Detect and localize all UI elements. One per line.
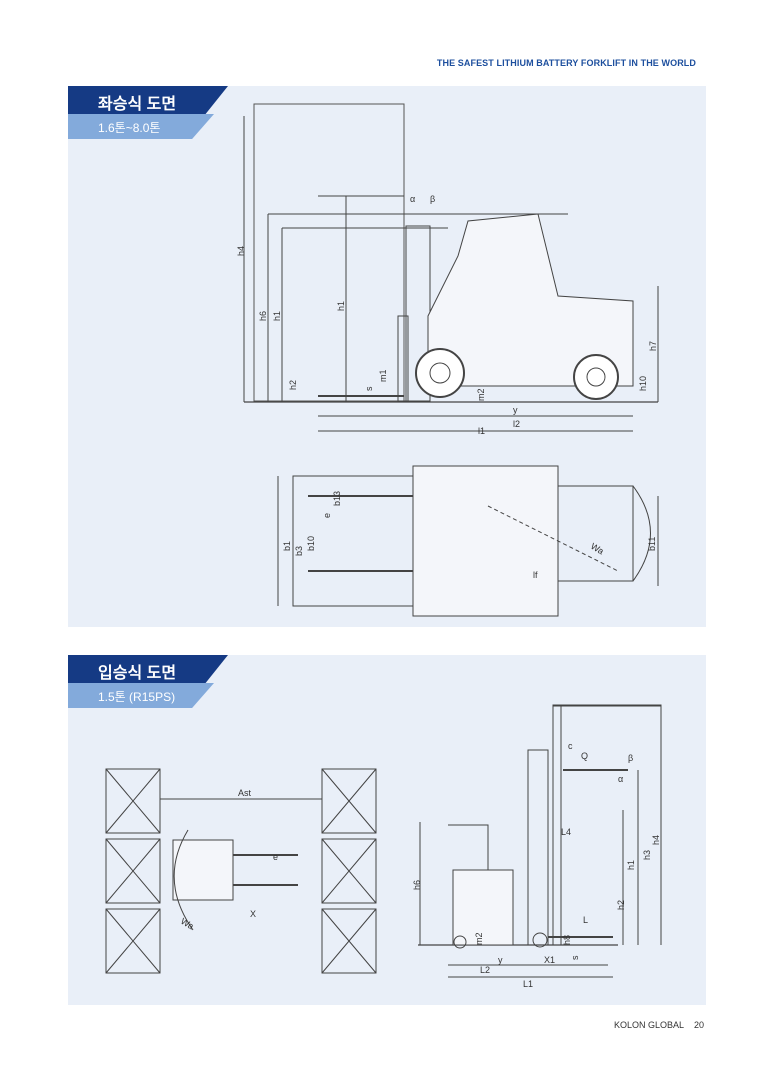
dim-label: X (250, 909, 256, 919)
dim-label: Wa (179, 916, 195, 931)
sit-down-forklift-drawing: h4 h6 h1 h1 h2 s m1 m2 α β h7 h10 y l2 l… (236, 103, 659, 617)
dim-label: lf (533, 570, 538, 580)
dim-label: β (628, 753, 633, 763)
page-number: 20 (693, 1020, 704, 1030)
dim-label: h1 (272, 311, 282, 321)
dim-label: X1 (544, 955, 555, 965)
dim-label: β (430, 194, 435, 204)
dim-label: h1 (336, 301, 346, 311)
dim-label: b11 (647, 537, 657, 551)
dim-label: h10 (638, 376, 648, 391)
dim-label: α (618, 774, 623, 784)
dim-label: b13 (332, 491, 342, 506)
dim-label: s (364, 386, 374, 391)
dim-label: Q (581, 751, 588, 761)
page-footer: KOLON GLOBAL 20 (604, 1020, 704, 1030)
dim-label: y (513, 405, 518, 415)
dim-label: c (568, 741, 573, 751)
dim-label: h7 (648, 341, 658, 351)
dim-label: h2 (616, 900, 626, 910)
dim-label: L (583, 915, 588, 925)
dim-label: h3 (642, 850, 652, 860)
dim-label: h8 (562, 935, 572, 945)
dim-label: b10 (306, 536, 316, 551)
dim-label: e (273, 852, 278, 862)
dim-label: h4 (651, 835, 661, 845)
header-tagline: THE SAFEST LITHIUM BATTERY FORKLIFT IN T… (436, 58, 696, 68)
dim-label: l1 (478, 426, 485, 436)
dim-label: e (322, 513, 332, 518)
section-stand-up-drawing: Ast Wa X e c Q β α L4 h6 h1 h3 h4 h2 L h… (68, 655, 706, 1005)
dim-label: h6 (412, 880, 422, 890)
dim-label: L1 (523, 979, 533, 989)
dim-label: b1 (282, 541, 292, 551)
section-title: 좌승식 도면 (68, 86, 228, 114)
dim-label: L4 (561, 827, 571, 837)
dim-label: m2 (474, 932, 484, 945)
dim-label: Wa (589, 541, 605, 556)
dim-label: m2 (476, 388, 486, 401)
dim-label: h1 (626, 860, 636, 870)
dim-label: α (410, 194, 415, 204)
dim-label: y (498, 955, 503, 965)
dim-label: Ast (238, 788, 252, 798)
dim-label: l2 (513, 419, 520, 429)
section-subtitle: 1.5톤 (R15PS) (68, 683, 214, 708)
dim-label: L2 (480, 965, 490, 975)
dim-label: h6 (258, 311, 268, 321)
dim-label: m1 (378, 369, 388, 382)
section-sit-down-drawing: h4 h6 h1 h1 h2 s m1 m2 α β h7 h10 y l2 l… (68, 86, 706, 627)
dim-label: s (570, 955, 580, 960)
stand-up-forklift-drawing: Ast Wa X e c Q β α L4 h6 h1 h3 h4 h2 L h… (105, 704, 662, 989)
section-subtitle: 1.6톤~8.0톤 (68, 114, 214, 139)
dim-label: h4 (236, 246, 246, 256)
dim-label: b3 (294, 546, 304, 556)
dim-label: h2 (288, 380, 298, 390)
footer-brand: KOLON GLOBAL (613, 1020, 684, 1030)
section-title: 입승식 도면 (68, 655, 228, 683)
